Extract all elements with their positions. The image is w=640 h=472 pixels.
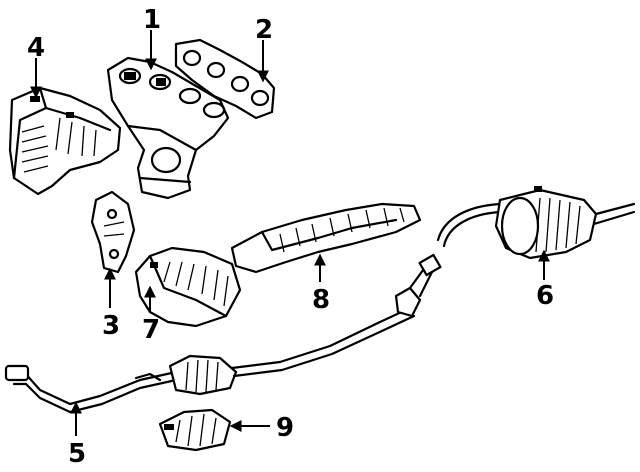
part-manifold-gasket [174,38,276,120]
callout-4: 4 [27,33,45,63]
part-heat-shield [8,86,122,196]
part-exhaust-manifold [106,56,230,200]
callout-8: 8 [312,285,330,315]
callout-3: 3 [102,311,120,341]
part-converter-shield [134,246,242,328]
callout-2: 2 [255,15,273,45]
part-center-shield [230,202,422,274]
part-front-pipe [4,253,442,414]
part-muffler [436,186,636,260]
callout-numbers: 1 2 3 4 5 6 7 8 9 [27,5,554,469]
callout-9: 9 [276,413,294,443]
leader-lines [30,30,550,436]
callout-6: 6 [536,281,554,311]
part-lower-shield [158,408,232,452]
callout-1: 1 [143,5,161,35]
callout-7: 7 [142,315,160,345]
part-bracket [90,190,136,274]
callout-5: 5 [68,439,86,469]
